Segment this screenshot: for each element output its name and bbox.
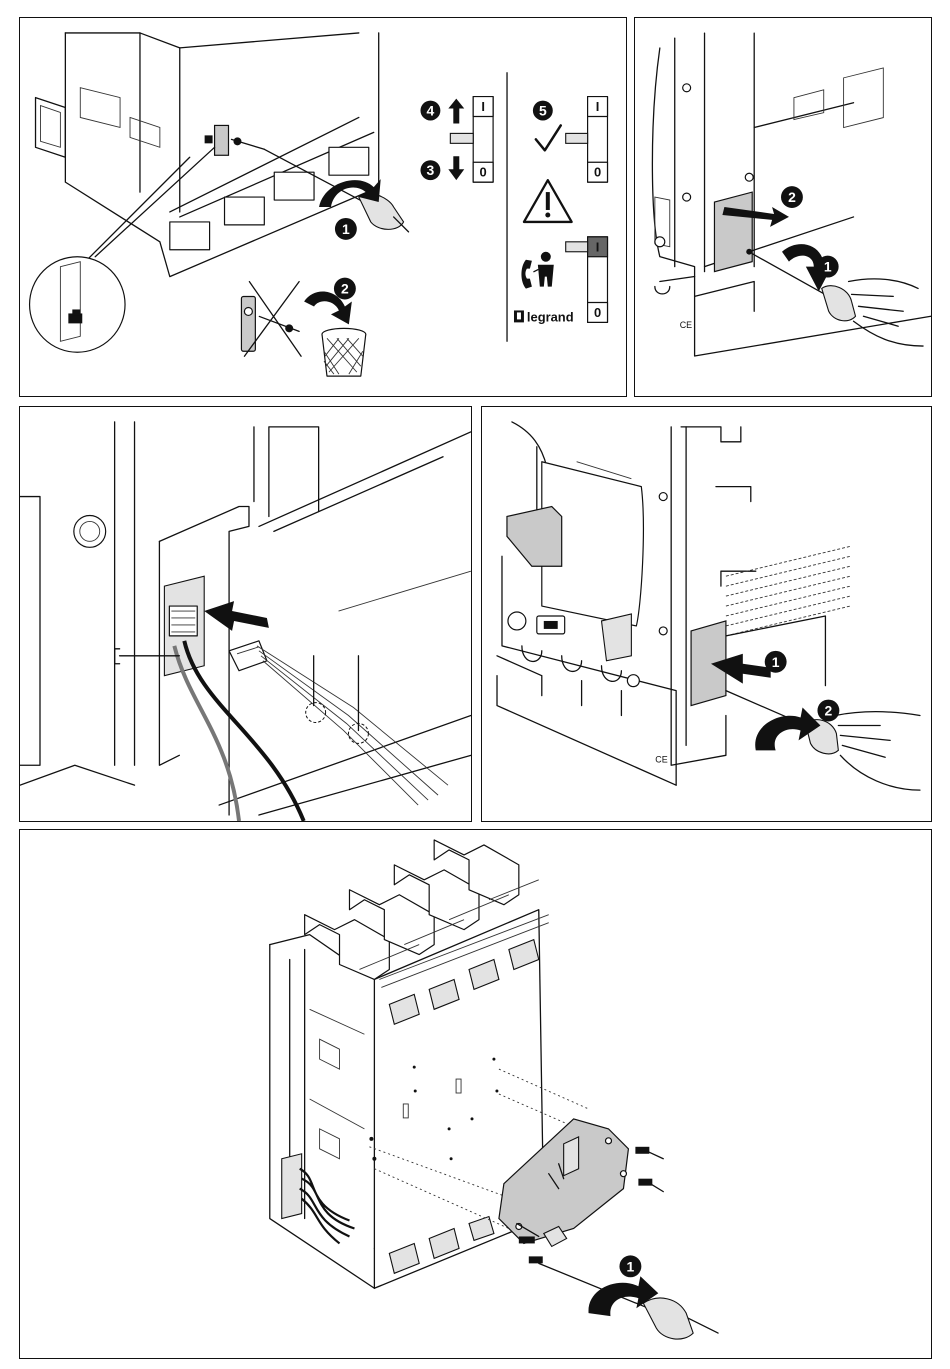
svg-text:legrand: legrand	[527, 309, 574, 324]
illustration-refit-cover: CE 1 2	[482, 407, 931, 821]
ce-mark: CE	[655, 754, 667, 764]
arrow-down-icon	[448, 156, 464, 180]
step-number: 2	[341, 281, 349, 297]
step-number: 1	[772, 654, 780, 670]
panel-unscrew-cover: CE 2 1	[634, 17, 932, 397]
arrow-up-icon	[448, 99, 464, 124]
panel-refit-cover: CE 1 2	[481, 406, 932, 822]
step-number: 1	[342, 221, 350, 237]
legrand-logo: legrand	[514, 309, 574, 324]
illustration-remove-seal: 1 2 4 3 I 0 5 I 0	[20, 18, 626, 396]
step-number: 3	[427, 162, 435, 178]
step-number: 2	[788, 189, 796, 205]
step-number: 5	[539, 103, 547, 119]
switch-off-label: 0	[480, 165, 487, 180]
switch-on-label: I	[481, 99, 485, 114]
switch-on-label: I	[596, 99, 600, 114]
step-number: 1	[824, 259, 832, 275]
panel-remove-seal: 1 2 4 3 I 0 5 I 0	[19, 17, 627, 397]
warning-icon	[524, 180, 572, 222]
panel-connect-cable	[19, 406, 472, 822]
illustration-connect-cable	[20, 407, 471, 821]
switch-off-label: 0	[594, 305, 601, 320]
ce-mark: CE	[680, 320, 692, 330]
illustration-unscrew-cover: CE 2 1	[635, 18, 931, 396]
step-number: 4	[427, 103, 435, 119]
illustration-mount-plate: 1	[20, 830, 931, 1358]
trash-bin-icon	[322, 328, 366, 376]
phone-technician-icon	[521, 252, 553, 289]
switch-off-label: 0	[594, 165, 601, 180]
step-number: 2	[825, 703, 833, 719]
check-icon	[536, 125, 561, 150]
panel-mount-plate: 1	[19, 829, 932, 1359]
step-number: 1	[627, 1258, 635, 1274]
switch-on-label: I	[596, 239, 600, 254]
